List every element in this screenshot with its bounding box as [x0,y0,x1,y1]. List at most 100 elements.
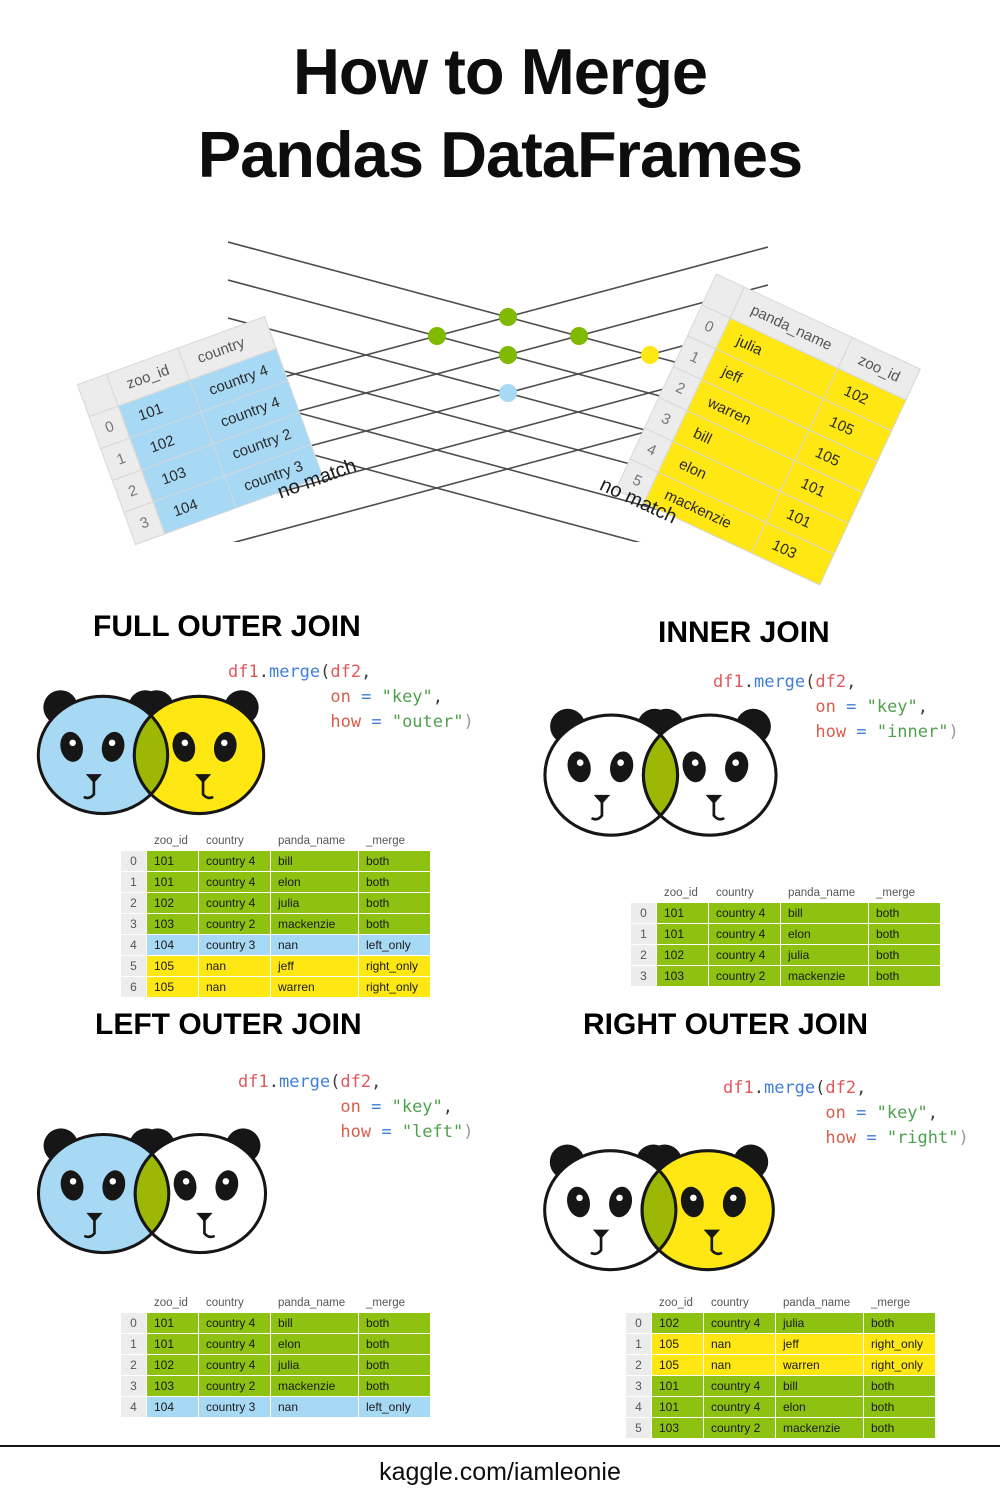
table-cell: mackenzie [775,1417,864,1439]
table-cell: jeff [270,955,359,977]
column-header: _merge [358,1293,431,1313]
row-index: 1 [630,923,657,945]
footer-url: kaggle.com/iamleonie [379,1458,621,1486]
code-line: on = "key", [825,1103,939,1123]
row-index: 1 [120,1333,147,1355]
column-header: country [198,831,271,851]
right-only-dot [641,346,659,364]
table-cell: nan [270,1396,359,1418]
code-snippet-right-outer: df1.merge(df2, on = "key", how = "right"… [723,1076,969,1151]
table-cell: both [358,1333,431,1355]
table-cell: 101 [146,1312,199,1334]
match-dots [428,308,659,402]
table-cell: country 4 [708,944,781,966]
match-dot [570,327,588,345]
title-line-2: Pandas DataFrames [197,118,803,192]
table-cell: bill [270,850,359,872]
row-index: 2 [120,1354,147,1376]
table-cell: country 2 [198,913,271,935]
table-cell: julia [270,1354,359,1376]
panda-venn-right-outer [518,1122,800,1296]
table-cell: right_only [863,1354,936,1376]
match-lattice [228,241,768,542]
row-index: 6 [120,976,147,998]
table-cell: country 4 [708,902,781,924]
table-cell: country 3 [198,934,271,956]
table-cell: julia [780,944,869,966]
table-cell: both [358,913,431,935]
table-cell: nan [703,1354,776,1376]
table-cell: country 4 [198,850,271,872]
row-index: 0 [630,902,657,924]
table-cell: 104 [146,1396,199,1418]
row-index: 5 [120,955,147,977]
row-index: 4 [120,1396,147,1418]
left-panda-face [60,731,125,800]
code-snippet-full-outer: df1.merge(df2, on = "key", how = "outer"… [228,660,474,735]
table-cell: left_only [358,934,431,956]
venn-intersection-outline [643,715,680,836]
venn-intersection-outline [134,696,170,814]
table-cell: 103 [656,965,709,987]
venn-intersection-outline [642,1150,678,1270]
column-header: _merge [863,1293,936,1313]
code-line: on = "key", [815,697,929,717]
table-cell: both [358,1312,431,1334]
panda-venn-diagram [543,708,778,837]
index-column-header [120,1293,147,1313]
table-cell: 101 [146,850,199,872]
row-index: 2 [630,944,657,966]
table-cell: country 2 [708,965,781,987]
column-header: zoo_id [146,831,199,851]
panda-venn-diagram [36,690,266,816]
column-header: zoo_id [651,1293,704,1313]
left-panda-face [567,751,634,821]
column-header: panda_name [780,883,869,903]
code-line: on = "key", [340,1097,454,1117]
table-cell: 102 [656,944,709,966]
row-index: 5 [625,1417,652,1439]
code-line: df1.merge(df2, [228,662,372,682]
code-line: on = "key", [330,687,444,707]
code-line: df1.merge(df2, [713,672,857,692]
table-cell: 105 [651,1333,704,1355]
table-cell: both [358,1354,431,1376]
table-cell: country 4 [198,871,271,893]
table-cell: 104 [146,934,199,956]
right-panda-face [173,1170,239,1239]
table-cell: 103 [651,1417,704,1439]
table-cell: right_only [358,955,431,977]
right-panda-face [172,731,237,800]
heading-full-outer-join: FULL OUTER JOIN [93,610,361,643]
row-index: 2 [625,1354,652,1376]
column-header: country [708,883,781,903]
table-cell: warren [270,976,359,998]
footer-divider [0,1445,1000,1447]
index-column-header [630,883,657,903]
table-cell: elon [780,923,869,945]
table-cell: both [358,850,431,872]
table-cell: country 4 [198,1312,271,1334]
table-cell: nan [270,934,359,956]
panda-venn-left-outer [12,1106,292,1279]
table-cell: warren [775,1354,864,1376]
row-index: 4 [625,1396,652,1418]
table-cell: elon [775,1396,864,1418]
table-cell: both [358,871,431,893]
row-index: 0 [625,1312,652,1334]
row-index: 1 [625,1333,652,1355]
panda-venn-full-outer [12,668,290,840]
table-cell: 101 [146,871,199,893]
heading-inner-join: INNER JOIN [658,616,830,649]
row-index: 3 [630,965,657,987]
